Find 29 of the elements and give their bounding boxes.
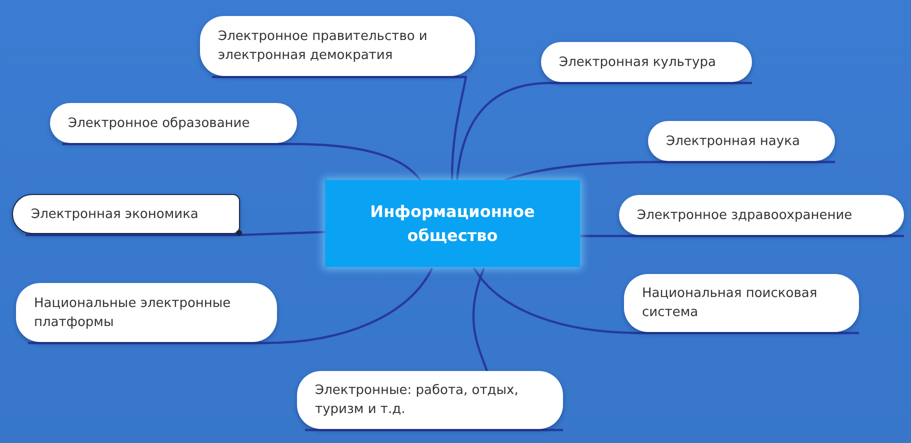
- topic-pill: [297, 371, 563, 429]
- central-topic-label: Информационное общество: [369, 200, 536, 246]
- topic-label: Национальная поисковая система: [642, 285, 818, 322]
- connector-line: [504, 160, 835, 182]
- topic-label: Электронное образование: [68, 114, 250, 132]
- topic-pill: [624, 274, 859, 332]
- connector-line: [580, 234, 904, 238]
- topic-pill: [541, 42, 752, 82]
- topic-label: Электронные: работа, отдых, туризм и т.д.: [315, 382, 520, 419]
- topic-label: Национальные электронные платформы: [34, 294, 232, 332]
- central-topic-box: [325, 180, 580, 267]
- topic-pill: [50, 103, 297, 143]
- connector-line: [456, 82, 752, 180]
- topic-pill: [200, 16, 475, 76]
- connector-line: [212, 76, 468, 180]
- topic-label: Электронная наука: [666, 132, 800, 150]
- topic-pill: [619, 195, 904, 235]
- connector-line: [26, 230, 326, 236]
- topic-pill: [648, 121, 835, 161]
- connector-line: [473, 267, 859, 334]
- connector-line: [62, 142, 421, 181]
- topic-label: Электронное здравоохранение: [637, 206, 852, 224]
- topic-pill: [12, 194, 240, 234]
- topic-label: Электронная экономика: [31, 206, 198, 224]
- topic-label: Электронная культура: [559, 54, 716, 72]
- topic-pill: [16, 283, 277, 342]
- connector-line: [472, 268, 488, 372]
- topic-label: Электронное правительство и электронная демократия: [218, 28, 428, 65]
- connector-line: [28, 267, 434, 344]
